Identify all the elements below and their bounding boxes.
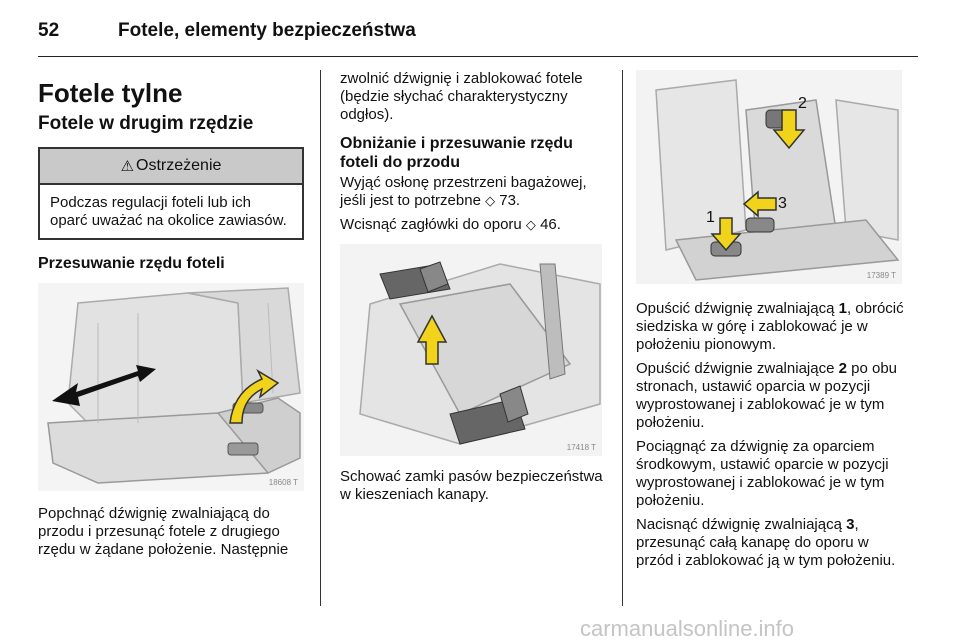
step-1-text-cont: , obrócić siedziska w górę i zablokować … xyxy=(636,300,904,353)
column-3: 2 3 1 17389 T Opuścić dźwignię zwalniają… xyxy=(636,70,906,576)
seat-slide-illustration xyxy=(38,283,304,491)
warning-box: ⚠ Ostrzeżenie Podczas regulacji foteli l… xyxy=(38,147,304,240)
paragraph-headrests-text: Wcisnąć zagłówki do oporu xyxy=(340,216,526,233)
watermark: carmanualsonline.info xyxy=(580,616,795,641)
paragraph-belts: Schować zamki pasów bezpieczeństwa w kie… xyxy=(340,468,603,503)
page-header: 52 Fotele, elementy bezpieczeństwa xyxy=(38,14,918,54)
page-ref-icon: ◇ xyxy=(525,217,536,232)
paragraph-remove-text: Wyjąć osłonę przestrzeni bagażowej, jeśl… xyxy=(340,174,587,209)
page-ref-73[interactable]: 73. xyxy=(499,192,521,209)
page-number: 52 xyxy=(38,20,60,41)
column-divider xyxy=(320,70,321,606)
warning-triangle-icon: ⚠ xyxy=(120,158,135,175)
step-2-text-cont: po obu stronach, ustawić oparcia w pozyc… xyxy=(636,360,897,431)
callout-label: 3 xyxy=(778,195,787,212)
figure-seat-slide: 18608 T xyxy=(38,283,304,491)
step-4-text: Nacisnąć dźwignię zwalniającą xyxy=(636,516,847,533)
paragraph-step-4: Nacisnąć dźwignię zwalniającą 3, przesun… xyxy=(636,516,906,570)
column-divider xyxy=(622,70,623,606)
figure-headrests: 17418 T xyxy=(340,244,602,456)
paragraph-move-seats: Popchnąć dźwignię zwalniającą do przodu … xyxy=(38,505,289,558)
seat-fold-illustration: 2 3 1 xyxy=(636,70,902,284)
headrests-illustration xyxy=(340,244,602,456)
step-4-text-cont: , przesunąć całą kanapę do oporu w przód… xyxy=(636,516,896,569)
figure-code: 18608 T xyxy=(268,478,298,487)
paragraph-continued: zwolnić dźwignię i zablokować fotele (bę… xyxy=(340,70,583,123)
header-rule xyxy=(38,56,918,57)
heading-move-seats: Przesuwanie rzędu foteli xyxy=(38,255,225,272)
paragraph-step-3: Pociągnąć za dźwignię za oparciem środko… xyxy=(636,438,889,509)
column-2: zwolnić dźwignię i zablokować fotele (bę… xyxy=(340,70,606,510)
figure-code: 17418 T xyxy=(566,443,596,452)
section-title: Fotele tylne xyxy=(38,78,183,108)
heading-lower-seats: Obniżanie i przesuwanie rzędu foteli do … xyxy=(340,135,573,171)
paragraph-step-2: Opuścić dźwignie zwalniające 2 po obu st… xyxy=(636,360,906,432)
page-ref-46[interactable]: 46. xyxy=(540,216,561,233)
callout-label: 1 xyxy=(706,209,715,226)
figure-code: 17389 T xyxy=(866,271,896,280)
paragraph-headrests: Wcisnąć zagłówki do oporu ◇ 46. xyxy=(340,216,606,234)
step-4-number: 3 xyxy=(846,516,855,533)
warning-text: Podczas regulacji foteli lub ich oparć u… xyxy=(50,194,287,229)
step-2-number: 2 xyxy=(838,360,847,377)
paragraph-step-1: Opuścić dźwignię zwalniającą 1, obrócić … xyxy=(636,300,906,354)
figure-seat-fold: 2 3 1 17389 T xyxy=(636,70,902,284)
subsection-title: Fotele w drugim rzędzie xyxy=(38,113,254,134)
step-2-text: Opuścić dźwignie zwalniające xyxy=(636,360,839,377)
warning-title: Ostrzeżenie xyxy=(136,157,222,174)
warning-header: ⚠ Ostrzeżenie xyxy=(40,149,302,185)
paragraph-remove-cover: Wyjąć osłonę przestrzeni bagażowej, jeśl… xyxy=(340,174,606,210)
column-1: Fotele tylne Fotele w drugim rzędzie ⚠ O… xyxy=(38,70,304,565)
step-1-text: Opuścić dźwignię zwalniającą xyxy=(636,300,839,317)
step-1-number: 1 xyxy=(838,300,847,317)
chapter-title: Fotele, elementy bezpieczeństwa xyxy=(118,20,416,41)
callout-label: 2 xyxy=(798,95,807,112)
page-ref-icon: ◇ xyxy=(485,193,496,208)
